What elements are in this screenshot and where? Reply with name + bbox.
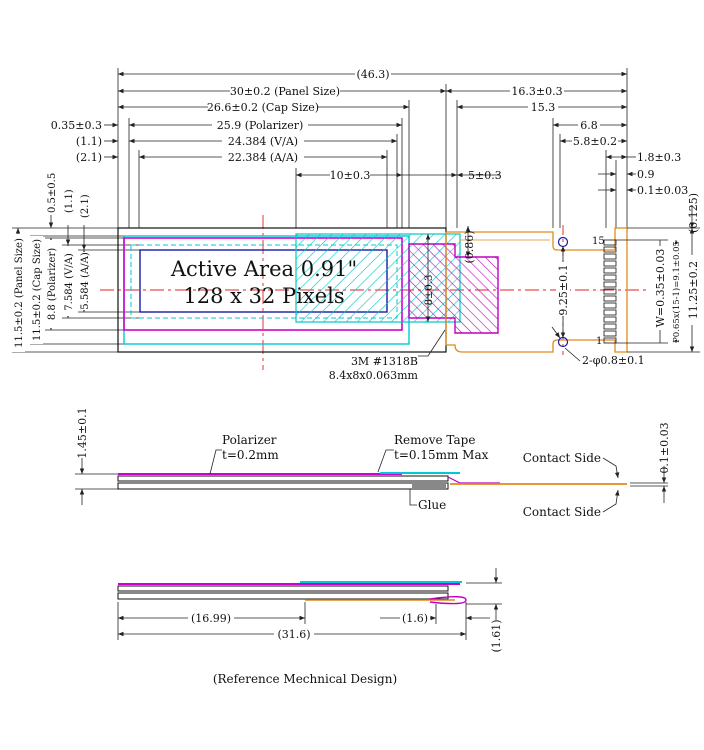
dim-cap-size: 26.6±0.2 (Cap Size)	[207, 101, 319, 114]
dim-panel-size: 30±0.2 (Panel Size)	[230, 85, 340, 98]
dim-16-3: 16.3±0.3	[511, 85, 562, 98]
dim-v-8: 8±0.3	[424, 275, 435, 306]
dim-left-21: (2.1)	[76, 151, 102, 164]
pin-15-label: 15	[592, 236, 605, 247]
dim-v-pitch: P0.65x(15-1)=9.1±0.05	[671, 241, 682, 343]
dim-10: 10±0.3	[330, 169, 371, 182]
active-area-pixels: 128 x 32 Pixels	[183, 284, 344, 308]
dim-v-w: W=0.35±0.03	[654, 249, 667, 328]
bottom-view: (16.99) (1.6) (31.6) (1.61)	[117, 568, 503, 653]
holes-label: 2-φ0.8±0.1	[582, 354, 645, 367]
dim-v-top-05: 0.5±0.5	[47, 173, 58, 213]
dim-v-polarizer: 8.8 (Polarizer)	[47, 248, 58, 320]
contact-side-bottom: Contact Side	[523, 505, 601, 519]
tape-label-2: 8.4x8x0.063mm	[329, 369, 419, 382]
contact-side-top: Contact Side	[523, 451, 601, 465]
dim-v-va: 7.584 (V/A)	[64, 253, 75, 311]
dim-0-9: 0.9	[637, 168, 655, 181]
side-polarizer-t: t=0.2mm	[222, 448, 279, 462]
side-polarizer-label: Polarizer	[222, 433, 277, 447]
top-dims-vertical-right: (0.125) 11.25±0.2 P0.65x(15-1)=9.1±0.05 …	[424, 193, 700, 353]
drawing-caption: (Reference Mechnical Design)	[213, 672, 397, 686]
dim-va: 24.384 (V/A)	[228, 135, 298, 148]
dim-fpc-thickness: 0.1±0.03	[658, 422, 671, 473]
top-dims-vertical-left: 11.5±0.2 (Panel Size) 11.5±0.2 (Cap Size…	[11, 173, 140, 353]
top-dims-horizontal: (46.3) 30±0.2 (Panel Size) 16.3±0.3 26.6…	[51, 66, 688, 228]
active-area-title: Active Area 0.91"	[170, 257, 357, 281]
tape-label-1: 3M #1318B	[351, 355, 418, 368]
dim-bottom-16-99: (16.99)	[191, 612, 231, 625]
top-view-module: 15 1 Active Area 0.91" 128 x 32 Pixels	[100, 215, 650, 370]
top-view-leaders: 3M #1318B 8.4x8x0.063mm 2-φ0.8±0.1	[329, 326, 645, 382]
dim-v-0125: (0.125)	[687, 193, 700, 233]
dim-5: 5±0.3	[468, 169, 502, 182]
dim-aa: 22.384 (A/A)	[228, 151, 298, 164]
dim-left-035: 0.35±0.3	[51, 119, 102, 132]
dim-5-8: 5.8±0.2	[573, 135, 617, 148]
dim-v-aa: 5.584 (A/A)	[80, 252, 91, 310]
dim-v-11-25: 11.25±0.2	[687, 261, 700, 319]
dim-bottom-1-61: (1.61)	[490, 619, 503, 652]
dim-bottom-31-6: (31.6)	[277, 628, 310, 641]
dim-v-top-21: (2.1)	[80, 194, 91, 218]
dim-6-8: 6.8	[580, 119, 598, 132]
dim-v-9-25: 9.25±0.1	[557, 264, 570, 315]
dim-left-11: (1.1)	[76, 135, 102, 148]
dim-v-panel: 11.5±0.2 (Panel Size)	[14, 238, 25, 348]
side-tape-t: t=0.15mm Max	[394, 448, 489, 462]
dim-15-3: 15.3	[531, 101, 556, 114]
side-tape-label: Remove Tape	[394, 433, 475, 447]
side-glue-label: Glue	[418, 498, 446, 512]
dim-1-8: 1.8±0.3	[637, 151, 681, 164]
dim-bottom-1-6: (1.6)	[402, 612, 428, 625]
dim-v-cap: 11.5±0.2 (Cap Size)	[32, 239, 43, 341]
dim-v-086: (0.86)	[463, 230, 476, 263]
dim-v-top-11: (1.1)	[64, 189, 75, 213]
pin-1-label: 1	[596, 336, 602, 347]
dim-0-1: 0.1±0.03	[637, 184, 688, 197]
dim-side-thickness: 1.45±0.1	[76, 407, 89, 458]
side-view: 1.45±0.1 Polarizer t=0.2mm Remove Tape t…	[75, 407, 671, 519]
dim-overall: (46.3)	[356, 68, 389, 81]
fpc-contact-pins	[603, 239, 617, 344]
dim-polarizer: 25.9 (Polarizer)	[217, 119, 304, 132]
